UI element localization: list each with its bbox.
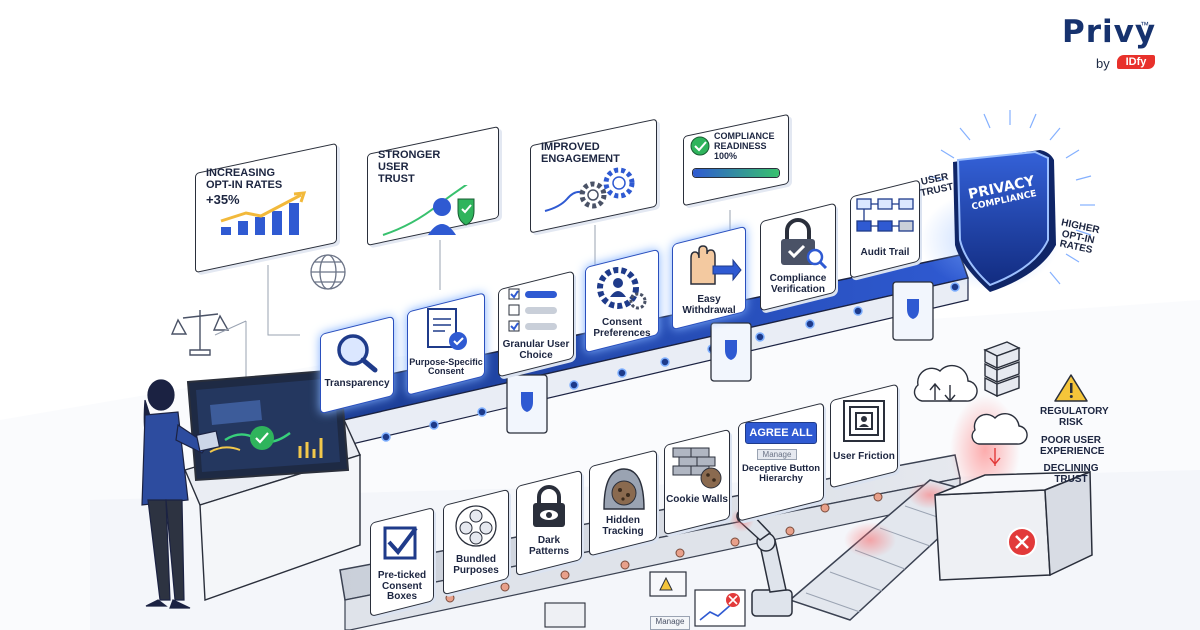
checkbox-icon [383,526,418,560]
darkpattern-label: User Friction [833,451,895,462]
bottom-trend-card [694,589,746,627]
kiosk [184,368,361,601]
maze-icon [843,400,885,442]
agree-all-button: AGREE ALL [745,422,817,444]
practice-card-audit-trail: Audit Trail [850,179,920,279]
benefit-title: INCREASING OPT-IN RATES [206,167,283,192]
brand-by: by [1096,56,1110,71]
darkpattern-label: Dark Patterns [528,535,569,557]
scales-icon [170,310,230,356]
growth-chart-icon [220,191,307,236]
hand-arrow-icon [690,245,742,285]
warning-icon [1054,374,1088,402]
benefit-title: IMPROVED ENGAGEMENT [541,141,620,166]
benefit-title: STRONGER USER TRUST [378,149,441,186]
brand-name: Privy [1062,14,1157,50]
person-figure [141,379,221,609]
check-circle-icon [690,136,710,156]
practice-card-purpose-specific: Purpose-Specific Consent [407,292,485,396]
practice-card-granular: Granular User Choice [498,270,574,378]
hooded-cookie-icon [603,468,645,510]
user-gear-icon [597,267,647,310]
darkpattern-label: Deceptive Button Hierarchy [741,463,821,484]
darkpattern-label: Bundled Purposes [453,554,499,576]
darkpattern-card-cookie-walls: Cookie Walls [664,428,730,536]
privacy-shield [953,150,1056,292]
server-icon [983,341,1021,398]
globe-icon [310,254,346,290]
benefit-panel-trust: STRONGER USER TRUST [367,125,499,247]
darkpattern-card-dark-patterns: Dark Patterns [516,469,582,577]
practice-label: Audit Trail [860,247,910,258]
practice-card-transparency: Transparency [320,315,394,415]
flow-diagram-icon [856,198,914,232]
brand-logo: Privy ™ by IDfy [1062,14,1182,74]
user-shield-icon [382,176,479,237]
practice-card-withdrawal: Easy Withdrawal [672,225,746,331]
darkpattern-card-pre-ticked: Pre-ticked Consent Boxes [370,507,434,617]
practice-label: Purpose-Specific Consent [409,357,483,377]
darkpattern-card-hidden-tracking: Hidden Tracking [589,449,657,557]
lock-eye-icon [533,485,565,527]
practice-label: Compliance Verification [769,273,827,295]
practice-label: Transparency [324,378,390,389]
reject-bin [934,395,1093,581]
toggles-icon [508,288,557,332]
darkpattern-label: Hidden Tracking [602,515,644,537]
document-check-icon [427,308,467,350]
darkpattern-card-bundled: Bundled Purposes [443,488,509,596]
bundle-icon [455,505,497,547]
risk-declining-trust: DECLINING TRUST [1043,463,1099,485]
lock-check-icon [781,218,828,270]
shield-rays [928,110,1095,285]
brand-trademark: ™ [1140,20,1149,30]
benefit-panel-compliance: COMPLIANCE READINESS 100% [683,113,789,207]
cloud-upload-icon [913,364,978,403]
practice-card-preferences: Consent Preferences [585,248,659,354]
benefit-panel-engagement: IMPROVED ENGAGEMENT [530,118,657,234]
bottom-manage-chip: Manage [650,616,690,630]
manage-link: Manage [757,449,797,460]
compliance-progress-bar [692,167,780,178]
practice-label: Easy Withdrawal [682,294,736,316]
practice-label: Granular User Choice [502,339,570,361]
magnifier-icon [337,334,378,373]
darkpattern-label: Pre-ticked Consent Boxes [377,570,427,602]
risk-poor-ux: POOR USER EXPERIENCE [1040,435,1105,457]
gears-icon [544,167,635,213]
practice-label: Consent Preferences [593,317,651,339]
bottom-warning-sign [649,571,687,597]
darkpattern-card-user-friction: User Friction [830,383,898,489]
idfy-logo: IDfy [1117,55,1155,69]
cloud-download-icon [971,412,1028,466]
risk-regulatory: REGULATORY RISK [1040,406,1109,428]
brick-wall-icon [672,447,722,489]
practice-card-verification: Compliance Verification [760,202,836,312]
darkpattern-label: Cookie Walls [666,494,728,505]
benefit-panel-opt-in: INCREASING OPT-IN RATES +35% [195,142,337,274]
